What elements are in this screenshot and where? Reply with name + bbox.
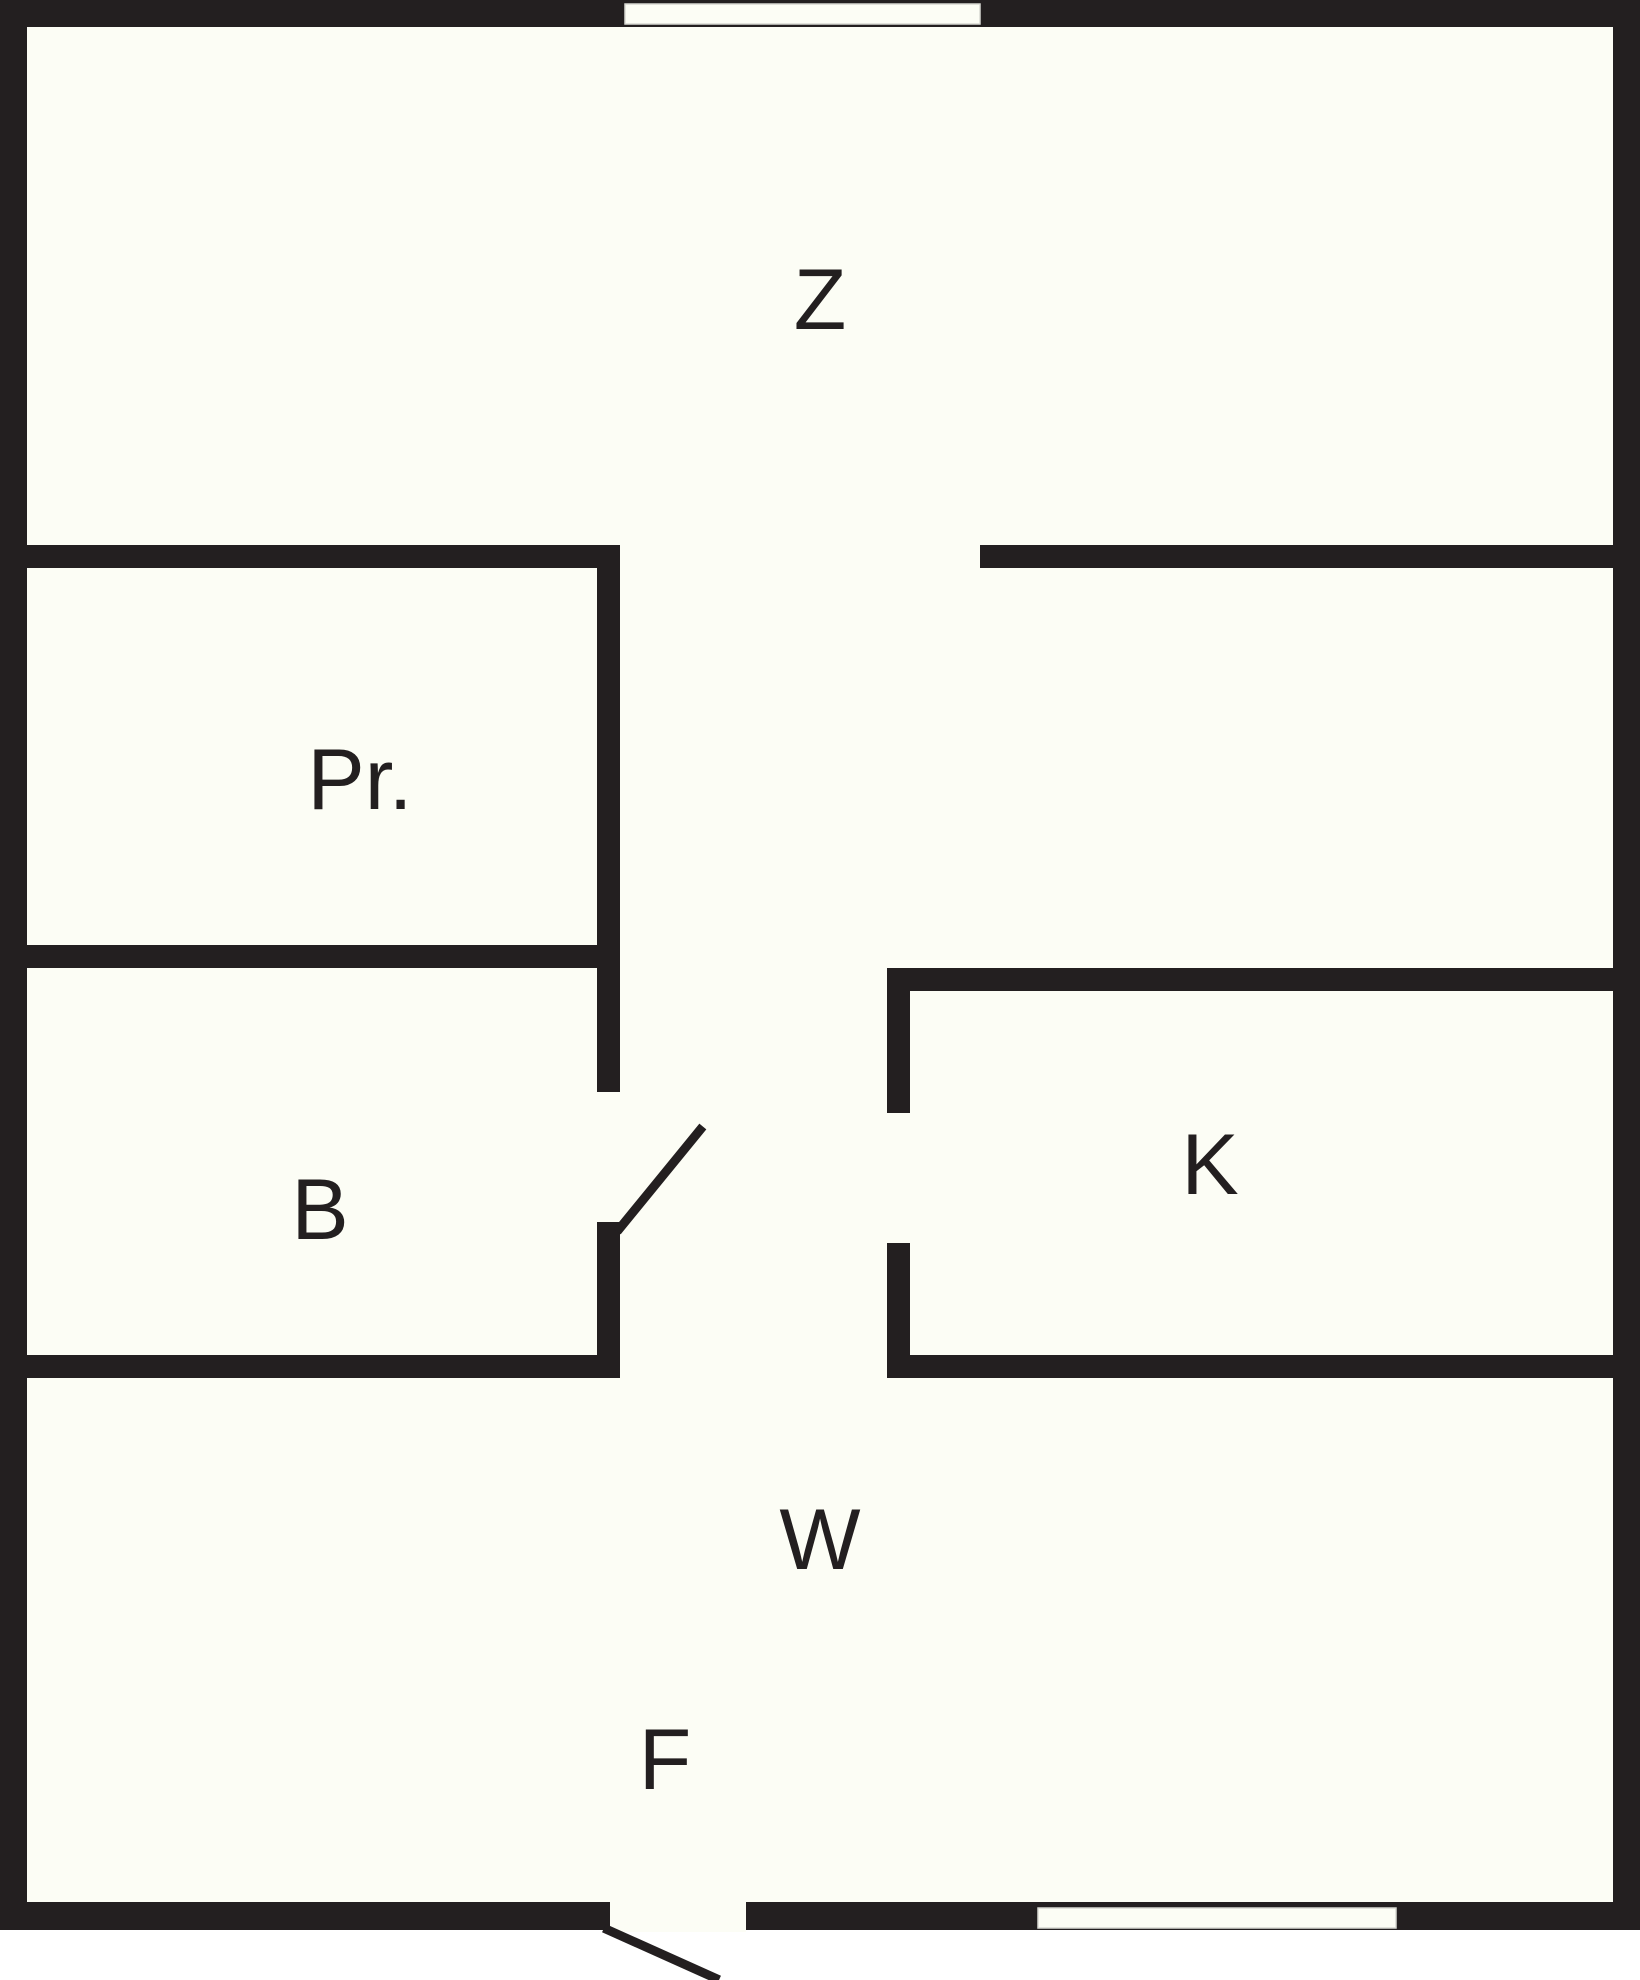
room-label-f: F: [638, 1712, 692, 1808]
wall-z-right-divider: [980, 545, 1613, 568]
door-entry-swing-line: [602, 1924, 721, 1980]
wall-k-left-upper: [887, 968, 910, 1113]
door-swings: [602, 1123, 721, 1980]
door-entry-opening: [610, 1900, 746, 1932]
window-bottom-right: [1037, 1907, 1397, 1929]
wall-k-left-lower: [887, 1241, 910, 1378]
wall-b-right-lower: [597, 1220, 620, 1378]
wall-b-bottom: [27, 1355, 620, 1378]
interior-walls: [27, 545, 1613, 1378]
windows: [624, 3, 1397, 1929]
door-bathroom-opening: [596, 1092, 621, 1222]
room-label-w: W: [779, 1492, 861, 1588]
door-bathroom-swing-line: [613, 1123, 707, 1235]
door-openings: [596, 1092, 911, 1932]
room-label-pr: Pr.: [307, 732, 413, 828]
room-label-b: B: [291, 1162, 349, 1258]
wall-pr-b-right: [597, 545, 620, 1092]
wall-k-top: [887, 968, 1613, 991]
door-kitchen-opening: [886, 1113, 911, 1243]
room-label-k: K: [1181, 1117, 1239, 1213]
wall-pr-top: [27, 545, 620, 568]
wall-k-bottom: [887, 1355, 1613, 1378]
wall-pr-b-divider: [27, 945, 620, 968]
wall-exterior-left: [0, 0, 27, 1930]
wall-exterior-right: [1613, 0, 1640, 1930]
room-label-z: Z: [793, 252, 847, 348]
window-top: [624, 3, 981, 25]
